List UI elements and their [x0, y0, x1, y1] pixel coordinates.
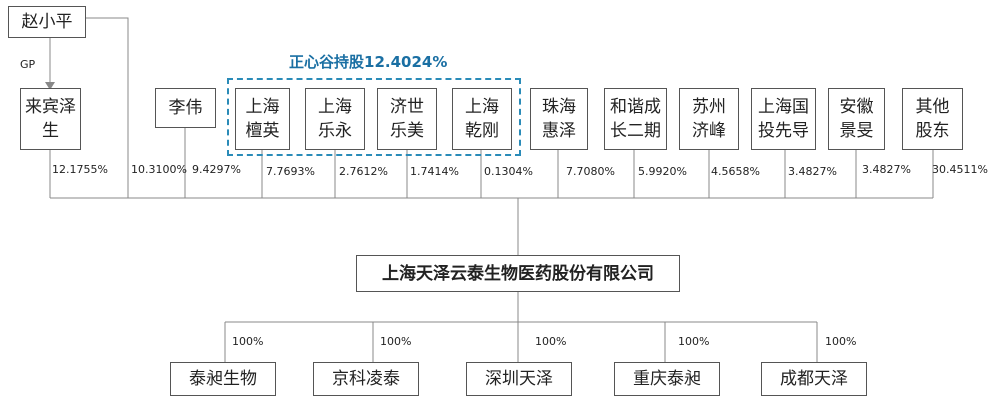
subsidiary-name: 京科凌泰	[332, 369, 400, 389]
shareholder-box: 李伟	[155, 88, 216, 128]
pct-label: 0.1304%	[484, 165, 533, 178]
group-title-prefix: 正心谷持股	[289, 53, 365, 71]
shareholder-box: 上海乾刚	[452, 88, 512, 150]
sub-pct-label: 100%	[232, 335, 264, 348]
sub-pct-label: 100%	[825, 335, 857, 348]
company-name: 上海天泽云泰生物医药股份有限公司	[382, 263, 654, 284]
shareholder-name-line2: 生	[42, 121, 59, 141]
shareholder-name-line2: 股东	[915, 121, 950, 141]
shareholder-name-line2: 惠泽	[542, 121, 576, 141]
shareholder-name-line1: 上海	[465, 97, 499, 117]
shareholder-name-line1: 上海国	[758, 97, 809, 117]
pct-label: 4.5658%	[711, 165, 760, 178]
shareholder-box: 和谐成长二期	[604, 88, 667, 150]
shareholder-name-line1: 李伟	[168, 98, 203, 118]
sub-pct-label: 100%	[535, 335, 567, 348]
pct-label: 30.4511%	[932, 163, 988, 176]
gp-label: GP	[20, 58, 36, 71]
shareholder-box: 济世乐美	[377, 88, 437, 150]
group-title: 正心谷持股12.4024%	[289, 51, 447, 72]
subsidiary-box: 深圳天泽	[466, 362, 572, 396]
pct-label: 2.7612%	[339, 165, 388, 178]
subsidiary-box: 泰昶生物	[170, 362, 276, 396]
shareholder-name-line1: 安徽	[839, 97, 874, 117]
shareholder-name-line2: 济峰	[692, 121, 726, 141]
subsidiary-box: 重庆泰昶	[614, 362, 720, 396]
pct-label: 9.4297%	[192, 163, 241, 176]
pct-label: 1.7414%	[410, 165, 459, 178]
subsidiary-name: 泰昶生物	[189, 369, 257, 389]
group-dashed-frame	[227, 78, 521, 156]
sub-pct-label: 100%	[678, 335, 710, 348]
shareholder-box: 上海檀英	[235, 88, 290, 150]
shareholder-box: 来宾泽生	[20, 88, 81, 150]
shareholder-name-line2: 乐永	[318, 121, 352, 141]
pct-label: 7.7080%	[566, 165, 615, 178]
shareholder-box: 安徽景旻	[828, 88, 885, 150]
pct-label: 12.1755%	[52, 163, 108, 176]
subsidiary-box: 京科凌泰	[313, 362, 419, 396]
shareholder-name-line2: 乾刚	[465, 121, 499, 141]
pct-label: 7.7693%	[266, 165, 315, 178]
shareholder-name-line1: 苏州	[692, 97, 726, 117]
shareholder-name-line1: 上海	[245, 97, 280, 117]
pct-label: 10.3100%	[131, 163, 187, 176]
pct-label: 5.9920%	[638, 165, 687, 178]
shareholder-box: 上海国投先导	[751, 88, 816, 150]
shareholder-box: 苏州济峰	[679, 88, 739, 150]
shareholder-name-line1: 和谐成	[610, 97, 661, 117]
shareholder-name-line2: 投先导	[758, 121, 809, 141]
sub-pct-label: 100%	[380, 335, 412, 348]
pct-label: 3.4827%	[788, 165, 837, 178]
shareholder-name-line1: 其他	[915, 97, 950, 117]
company-box: 上海天泽云泰生物医药股份有限公司	[356, 255, 680, 292]
subsidiary-name: 深圳天泽	[485, 369, 553, 389]
top-holder-name: 赵小平	[21, 12, 73, 32]
shareholder-name-line1: 上海	[318, 97, 352, 117]
shareholder-name-line1: 济世	[390, 97, 424, 117]
shareholder-box: 上海乐永	[305, 88, 365, 150]
subsidiary-box: 成都天泽	[761, 362, 867, 396]
top-holder-box: 赵小平	[8, 6, 86, 38]
shareholder-name-line2: 长二期	[610, 121, 661, 141]
shareholder-name-line2: 檀英	[245, 121, 280, 141]
shareholder-name-line1: 珠海	[542, 97, 576, 117]
shareholder-box: 珠海惠泽	[530, 88, 588, 150]
pct-label: 3.4827%	[862, 163, 911, 176]
group-title-pct: 12.4024%	[364, 53, 448, 71]
subsidiary-name: 成都天泽	[780, 369, 848, 389]
shareholder-name-line1: 来宾泽	[25, 97, 76, 117]
subsidiary-name: 重庆泰昶	[633, 369, 701, 389]
shareholder-box: 其他股东	[902, 88, 963, 150]
shareholder-name-line2: 乐美	[390, 121, 424, 141]
shareholder-name-line2: 景旻	[839, 121, 874, 141]
